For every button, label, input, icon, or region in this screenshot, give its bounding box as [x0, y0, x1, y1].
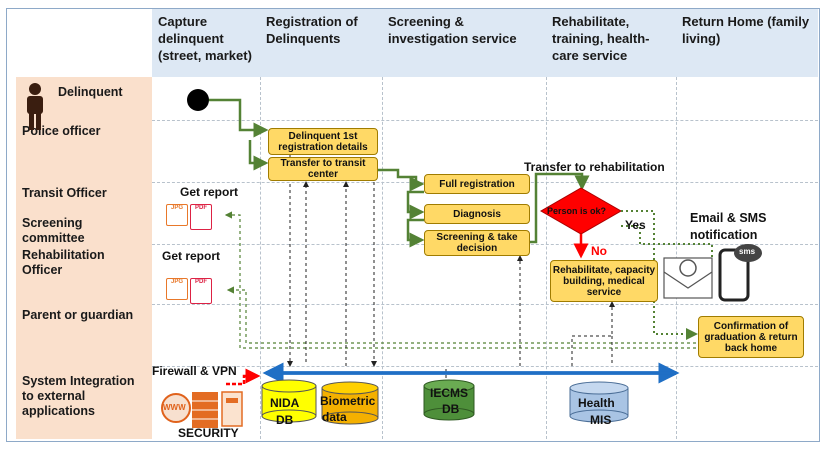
firewall-arrow	[226, 368, 261, 386]
jpg-icon: JPG	[166, 204, 188, 226]
phone-icon	[718, 244, 762, 302]
jpg-icon: JPG	[166, 278, 188, 300]
transfer-rehab-label: Transfer to rehabilitation	[524, 160, 665, 174]
decision-label: Person is ok?	[547, 206, 607, 216]
nida-db-label: DB	[276, 413, 294, 427]
row-header-rehabilitation: Rehabilitation Officer	[16, 244, 152, 305]
get-report-label-rehab: Get report	[162, 249, 221, 263]
nida-db-cylinder	[261, 379, 317, 423]
flow-to-notification	[621, 225, 713, 260]
biometric-data-label: data	[322, 410, 347, 424]
get-report-label-transit: Get report	[180, 185, 239, 199]
row-header-police: Police officer	[16, 120, 152, 183]
full-registration-box[interactable]: Full registration	[424, 174, 530, 194]
column-header-return-home: Return Home (family living)	[676, 9, 818, 77]
flow-start-to-registration	[209, 98, 269, 138]
flow-yes	[621, 210, 655, 268]
diagram-frame	[6, 8, 820, 442]
column-header-registration: Registration of Delinquents	[260, 9, 383, 77]
health-mis-label: MIS	[590, 413, 612, 427]
yes-label: Yes	[625, 218, 646, 232]
link-rehab-db	[571, 301, 615, 366]
flow-screening-to-decision	[530, 172, 590, 244]
confirmation-box[interactable]: Confirmation of graduation & return back…	[698, 316, 804, 358]
flow-yes-to-confirmation	[653, 286, 698, 340]
grid-line	[152, 366, 818, 367]
flow-diagnosis-to-screening	[406, 218, 425, 248]
flow-transfer-to-full-registration	[376, 168, 425, 192]
flow-report-rehab	[226, 286, 696, 344]
person-icon	[27, 83, 43, 130]
health-db-cylinder	[569, 381, 629, 423]
row-header-system-integration: System Integration to external applicati…	[16, 366, 152, 439]
flow-registration-to-transfer	[248, 140, 269, 171]
health-label: Health	[578, 396, 615, 410]
rehabilitate-box[interactable]: Rehabilitate, capacity building, medical…	[550, 260, 658, 302]
diagnosis-box[interactable]: Diagnosis	[424, 204, 530, 224]
column-header-capture: Capture delinquent (street, market)	[152, 9, 261, 77]
pdf-icon: PDF	[190, 278, 212, 304]
row-header-screening: Screening committee	[16, 212, 152, 245]
column-header-rehabilitate: Rehabilitate, training, health-care serv…	[546, 9, 677, 77]
grid-line	[152, 120, 818, 121]
transfer-transit-box[interactable]: Transfer to transit center	[268, 157, 378, 181]
iecms-db-cylinder	[423, 379, 475, 421]
flow-report-transit	[224, 211, 696, 349]
registration-details-box[interactable]: Delinquent 1st registration details	[268, 128, 378, 155]
iecms-label: IECMS	[430, 386, 469, 400]
screening-decision-box[interactable]: Screening & take decision	[424, 230, 530, 256]
grid-line	[260, 77, 261, 439]
email-icon	[663, 257, 713, 299]
grid-line	[546, 77, 547, 439]
biometric-label: Biometric	[320, 394, 376, 408]
flow-full-to-diagnosis	[406, 190, 425, 220]
security-icons	[161, 391, 243, 428]
pdf-icon: PDF	[190, 204, 212, 230]
no-label: No	[591, 244, 607, 258]
security-label: SECURITY	[178, 426, 239, 440]
row-header-transit: Transit Officer	[16, 182, 152, 213]
www-label: WWW	[163, 403, 186, 412]
grid-line	[382, 77, 383, 439]
sms-label: sms	[739, 247, 756, 256]
nida-label: NIDA	[270, 396, 300, 410]
start-node	[187, 89, 209, 111]
email-sms-label: Email & SMS notification	[690, 211, 767, 242]
iecms-db-label: DB	[442, 402, 460, 416]
firewall-label: Firewall & VPN	[152, 364, 237, 378]
grid-line	[152, 304, 818, 305]
biometric-db-cylinder	[321, 381, 379, 425]
